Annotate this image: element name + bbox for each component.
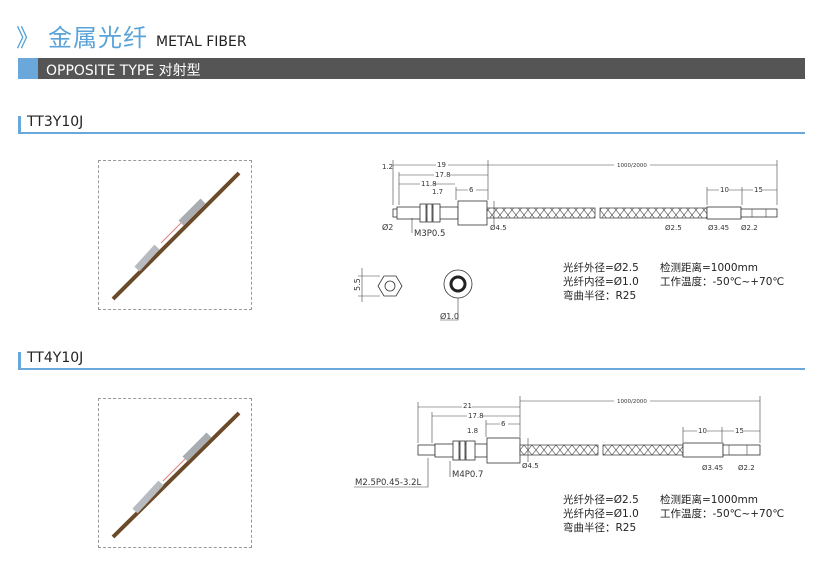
product-photo-1 (98, 160, 252, 310)
specs-left-2: 光纤外径=Ø2.5 光纤内径=Ø1.0 弯曲半径：R25 (563, 493, 639, 535)
dim-19: 19 (437, 161, 446, 169)
type-bar-label: OPPOSITE TYPE 对射型 (46, 63, 201, 79)
dim-length: 1000/2000 (617, 399, 647, 405)
dim-1-8: 1.8 (467, 427, 478, 435)
dim-17-8: 17.8 (468, 412, 484, 420)
dim-6: 6 (501, 420, 506, 428)
model-name: TT3Y10J (27, 114, 84, 130)
dim-phi2-2: Ø2.2 (738, 464, 755, 472)
spec-detect-distance: 检测距离=1000mm (660, 494, 758, 506)
section-header-1: TT3Y10J (18, 114, 805, 134)
dim-15: 15 (735, 427, 744, 435)
spec-outer-diameter: 光纤外径=Ø2.5 (563, 262, 639, 274)
dim-thread: M4P0.7 (452, 470, 483, 480)
dim-11-8: 11.8 (421, 180, 437, 188)
spec-temperature: 工作温度：-50℃~+70℃ (660, 276, 785, 288)
dim-phi4-5: Ø4.5 (490, 224, 507, 232)
spec-temperature: 工作温度：-50℃~+70℃ (660, 508, 785, 520)
dim-10: 10 (698, 427, 707, 435)
dim-hex: 5.5 (353, 278, 362, 291)
dim-21: 21 (463, 402, 472, 410)
dim-17-8: 17.8 (435, 171, 451, 179)
type-bar-marker (18, 58, 38, 79)
dim-phi3-45: Ø3.45 (708, 224, 729, 232)
drawing-tt3y10j: 1.2 19 1000/2000 17.8 11.8 1.7 6 10 15 Ø… (353, 160, 778, 321)
dim-phi2-5: Ø2.5 (665, 224, 682, 232)
spec-inner-diameter: 光纤内径=Ø1.0 (563, 508, 639, 520)
fiber-end-view (443, 269, 473, 299)
spec-detect-distance: 检测距离=1000mm (660, 262, 758, 274)
dim-6: 6 (469, 186, 474, 194)
spec-inner-diameter: 光纤内径=Ø1.0 (563, 276, 639, 288)
spec-outer-diameter: 光纤外径=Ø2.5 (563, 494, 639, 506)
title-cn: 金属光纤 (48, 24, 148, 52)
title-en: METAL FIBER (156, 34, 247, 50)
type-bar: OPPOSITE TYPE 对射型 (18, 58, 805, 79)
dim-phi2: Ø2 (382, 222, 393, 232)
specs-right-2: 检测距离=1000mm 工作温度：-50℃~+70℃ (660, 493, 784, 521)
section-marker (18, 352, 21, 368)
dim-phi3-45: Ø3.45 (702, 464, 723, 472)
dim-15: 15 (754, 186, 763, 194)
spec-bend-radius: 弯曲半径：R25 (563, 290, 637, 302)
dim-phi4-5: Ø4.5 (522, 462, 539, 470)
dim-1-2: 1.2 (382, 163, 393, 171)
drawing-tt4y10j: 21 1000/2000 17.8 1.8 6 10 15 M2.5P0.45-… (354, 396, 761, 488)
dim-1-7: 1.7 (432, 188, 443, 196)
fiber-photo-image (111, 171, 241, 301)
dim-tip-thread: M2.5P0.45-3.2L (355, 478, 421, 488)
model-name: TT4Y10J (27, 350, 84, 366)
chevron-icon: 》 (16, 24, 40, 52)
page-title: 》 金属光纤 METAL FIBER (16, 18, 247, 53)
fiber-photo-image (111, 411, 241, 539)
dim-length: 1000/2000 (617, 163, 647, 169)
spec-bend-radius: 弯曲半径：R25 (563, 522, 637, 534)
dim-phi2-2: Ø2.2 (741, 224, 758, 232)
specs-left-1: 光纤外径=Ø2.5 光纤内径=Ø1.0 弯曲半径：R25 (563, 261, 639, 303)
section-marker (18, 116, 21, 132)
dim-thread: M3P0.5 (414, 229, 445, 239)
section-header-2: TT4Y10J (18, 350, 805, 370)
specs-right-1: 检测距离=1000mm 工作温度：-50℃~+70℃ (660, 261, 784, 289)
product-photo-2 (98, 398, 252, 548)
dim-10: 10 (720, 186, 729, 194)
dim-phi1-0: Ø1.0 (440, 311, 459, 321)
